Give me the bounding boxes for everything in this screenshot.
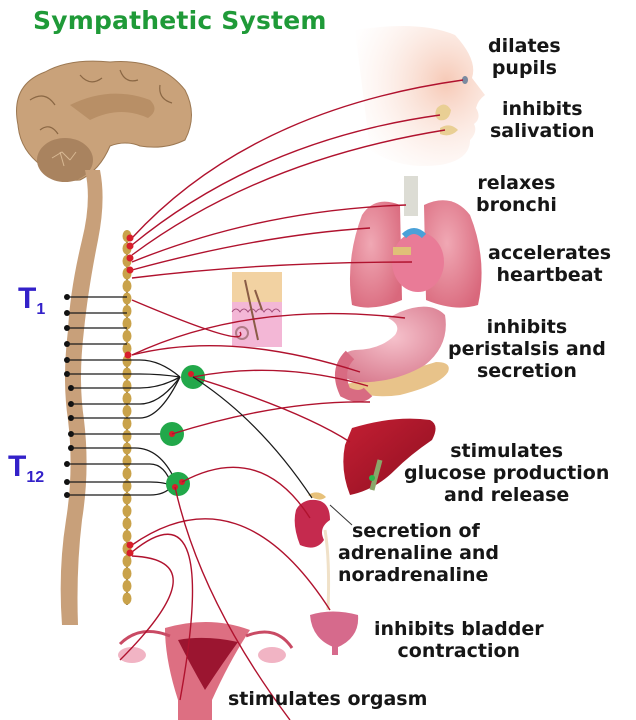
preganglionic-fiber xyxy=(71,376,181,419)
label-line: bronchi xyxy=(476,194,557,216)
inferior-mesenteric-ganglion xyxy=(166,472,190,496)
pancreas xyxy=(340,362,449,397)
adrenal-gland xyxy=(308,492,326,500)
label-line: peristalsis and xyxy=(448,338,606,360)
label-line: pupils xyxy=(491,57,557,79)
label-line: stimulates xyxy=(450,440,564,462)
chain-ganglion xyxy=(122,317,132,330)
chain-ganglion xyxy=(122,392,132,405)
chain-ganglion xyxy=(122,530,132,542)
label-line: relaxes xyxy=(477,172,556,194)
chain-ganglion xyxy=(122,480,132,492)
preganglionic-fiber xyxy=(71,376,181,405)
eye-icon xyxy=(462,76,468,84)
adrenal-preganglionic-fiber xyxy=(192,376,313,499)
face-illustration xyxy=(355,26,485,166)
effect-label-bladder: inhibits bladder contraction xyxy=(374,618,544,662)
cerebellum xyxy=(37,138,93,182)
chain-ganglion xyxy=(122,517,132,530)
chain-ganglion xyxy=(122,417,132,430)
segment-letter: T xyxy=(18,282,37,315)
chain-ganglion xyxy=(122,280,132,292)
label-line: inhibits xyxy=(501,98,583,120)
effect-label-bronchi: relaxes bronchi xyxy=(476,172,557,216)
chain-ganglion xyxy=(122,405,132,417)
label-line: secretion of xyxy=(352,520,480,542)
segment-label-t12: T12 xyxy=(8,450,45,486)
chain-ganglion xyxy=(122,305,132,317)
ureter xyxy=(323,529,331,611)
diagram-title: Sympathetic System xyxy=(33,6,327,35)
preganglionic-fiber xyxy=(67,359,181,378)
label-line: and release xyxy=(444,484,570,506)
label-line: inhibits bladder xyxy=(374,618,544,640)
label-line: adrenaline and xyxy=(338,542,500,564)
lungs-heart-illustration xyxy=(349,176,482,308)
brain-illustration xyxy=(16,60,192,182)
skin-illustration xyxy=(231,272,282,347)
preganglionic-fiber xyxy=(71,376,181,389)
liver-illustration xyxy=(343,418,436,495)
chain-ganglion xyxy=(122,292,132,305)
label-line: contraction xyxy=(397,640,521,662)
label-line: inhibits xyxy=(486,316,568,338)
segment-number: 1 xyxy=(36,301,46,318)
label-line: stimulates orgasm xyxy=(228,688,428,710)
chain-synapses xyxy=(124,234,134,557)
chain-ganglion xyxy=(122,467,132,480)
chain-ganglion xyxy=(122,492,132,505)
salivary-gland-icon xyxy=(440,125,458,136)
effect-label-peristalsis: inhibits peristalsis and secretion xyxy=(448,316,606,382)
chain-ganglion xyxy=(122,330,132,342)
label-line: noradrenaline xyxy=(338,564,489,586)
segment-number: 12 xyxy=(26,469,45,486)
effect-label-glucose: stimulates glucose production and releas… xyxy=(404,440,609,506)
kidney xyxy=(294,499,330,548)
effect-label-salivation: inhibits salivation xyxy=(490,98,595,142)
chain-ganglion xyxy=(122,342,132,355)
segment-label-t1: T1 xyxy=(18,282,46,318)
chain-ganglion xyxy=(122,555,132,567)
effect-label-orgasm: stimulates orgasm xyxy=(228,688,427,710)
postganglionic-fibers xyxy=(119,79,464,720)
effect-label-pupils: dilates pupils xyxy=(488,35,561,79)
effect-label-adrenaline: secretion of adrenaline and noradrenalin… xyxy=(338,520,499,586)
adrenal-pointer-line xyxy=(329,504,353,526)
chain-ganglion xyxy=(122,430,132,442)
spinal-cord xyxy=(60,170,103,625)
chain-ganglion xyxy=(122,580,132,592)
stomach xyxy=(339,306,446,383)
kidney-adrenal-illustration xyxy=(294,492,331,611)
label-line: salivation xyxy=(490,120,595,142)
chain-ganglion xyxy=(122,567,132,580)
salivary-gland-icon xyxy=(435,104,451,121)
chain-ganglion xyxy=(122,380,132,392)
chain-ganglion xyxy=(122,455,132,467)
preganglionic-fiber xyxy=(67,373,181,378)
label-line: glucose production xyxy=(404,462,610,484)
right-lung xyxy=(424,200,482,308)
label-line: heartbeat xyxy=(496,264,603,286)
label-line: accelerates xyxy=(488,242,612,264)
chain-ganglion xyxy=(122,592,132,605)
uterus-illustration xyxy=(118,621,294,720)
effect-label-heartbeat: accelerates heartbeat xyxy=(488,242,611,286)
stomach-pancreas-illustration xyxy=(335,306,449,402)
chain-ganglion xyxy=(122,505,132,517)
bladder-illustration xyxy=(310,611,359,655)
preganglionic-fiber xyxy=(71,447,176,481)
segment-letter: T xyxy=(8,450,27,483)
label-line: secretion xyxy=(476,360,577,382)
label-line: dilates xyxy=(488,35,561,57)
